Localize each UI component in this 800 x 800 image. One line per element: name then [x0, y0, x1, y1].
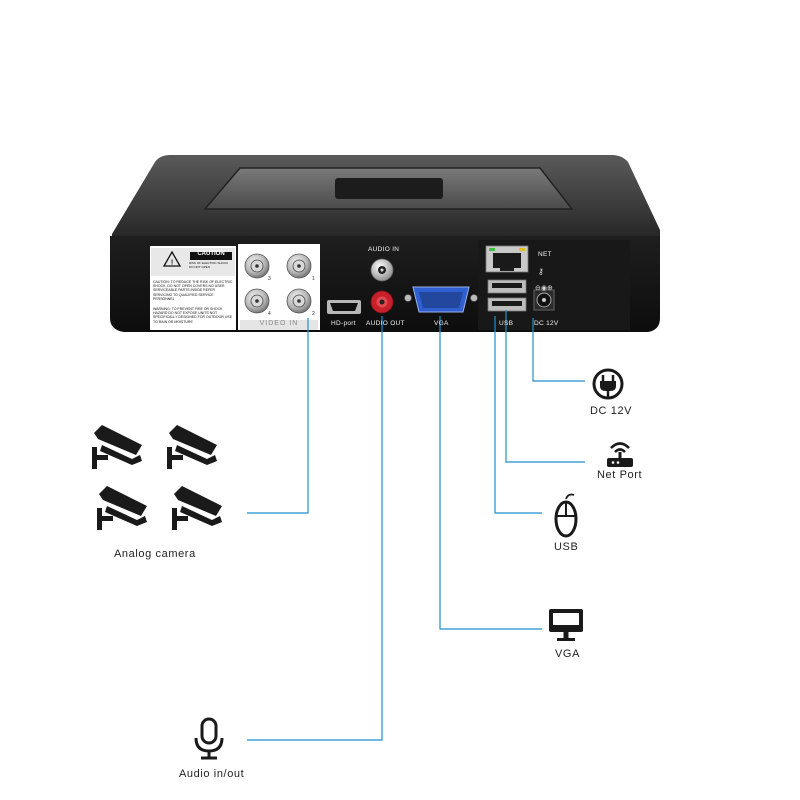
monitor-icon: [549, 609, 583, 641]
usb-callout-label: USB: [554, 541, 579, 553]
bnc-connectors: [244, 253, 312, 314]
bnc-connector-1[interactable]: [286, 253, 312, 279]
bnc-number-2: 2: [312, 311, 315, 317]
caution-label: !: [150, 246, 236, 330]
camera-icon: [97, 486, 147, 530]
hd-port-label: HD-port: [331, 320, 356, 327]
caution-text-2: WARNING: TO PREVENT FIRE OR SHOCK HAZARD…: [153, 307, 233, 324]
bnc-number-3: 3: [268, 276, 271, 282]
analog-camera-label: Analog camera: [114, 548, 196, 560]
device-top-label-area: [335, 178, 443, 199]
power-plug-icon: [592, 368, 624, 400]
hdmi-port[interactable]: [327, 300, 361, 314]
audio-out-label: AUDIO OUT: [366, 320, 405, 327]
dc-jack[interactable]: [533, 289, 555, 311]
line-vga: [439, 316, 542, 630]
caution-title: CAUTION: [197, 251, 225, 257]
camera-icon: [167, 425, 217, 469]
video-in-label: VIDEO IN: [259, 320, 299, 327]
microphone-icon: [194, 717, 224, 760]
audio-out-jack[interactable]: [370, 290, 394, 314]
line-audio: [247, 316, 383, 741]
dvr-device: !: [110, 155, 660, 332]
dc-label: DC 12V: [534, 320, 559, 327]
line-net: [505, 310, 585, 463]
net-port-label: Net Port: [597, 469, 643, 481]
ethernet-port[interactable]: [485, 245, 529, 273]
vga-label: VGA: [434, 320, 449, 327]
camera-icon: [172, 486, 222, 530]
line-dc: [532, 318, 585, 382]
connector-lines: [247, 310, 585, 741]
router-icon: [607, 442, 633, 467]
bnc-connector-4[interactable]: [244, 288, 270, 314]
audio-in-jack[interactable]: [370, 258, 394, 282]
warning-triangle-icon: [162, 250, 182, 267]
net-label: NET: [538, 251, 552, 258]
bnc-number-4: 4: [268, 311, 271, 317]
usb-ports[interactable]: [487, 279, 527, 312]
caution-subtitle: RISK OF ELECTRIC SHOCK DO NOT OPEN: [189, 261, 229, 269]
svg-text:!: !: [171, 260, 173, 267]
bnc-connector-3[interactable]: [244, 253, 270, 279]
bnc-connector-2[interactable]: [286, 288, 312, 314]
audio-in-out-label: Audio in/out: [179, 768, 245, 780]
camera-icon: [92, 425, 142, 469]
line-usb: [494, 316, 542, 514]
polarity-symbol-icon: ⊖◉⊕: [535, 284, 553, 292]
analog-cameras: [92, 425, 222, 530]
usb-label: USB: [499, 320, 514, 327]
caution-text-1: CAUTION: TO REDUCE THE RISK OF ELECTRIC …: [153, 280, 233, 301]
vga-port[interactable]: [404, 286, 478, 313]
bnc-number-1: 1: [312, 276, 315, 282]
audio-in-label: AUDIO IN: [368, 246, 400, 253]
key-symbol-icon: ⚷: [538, 267, 544, 276]
vga-callout-label: VGA: [555, 648, 581, 660]
dc-12v-label: DC 12V: [590, 405, 633, 417]
mouse-icon: [554, 493, 578, 538]
line-video-in: [247, 318, 309, 514]
